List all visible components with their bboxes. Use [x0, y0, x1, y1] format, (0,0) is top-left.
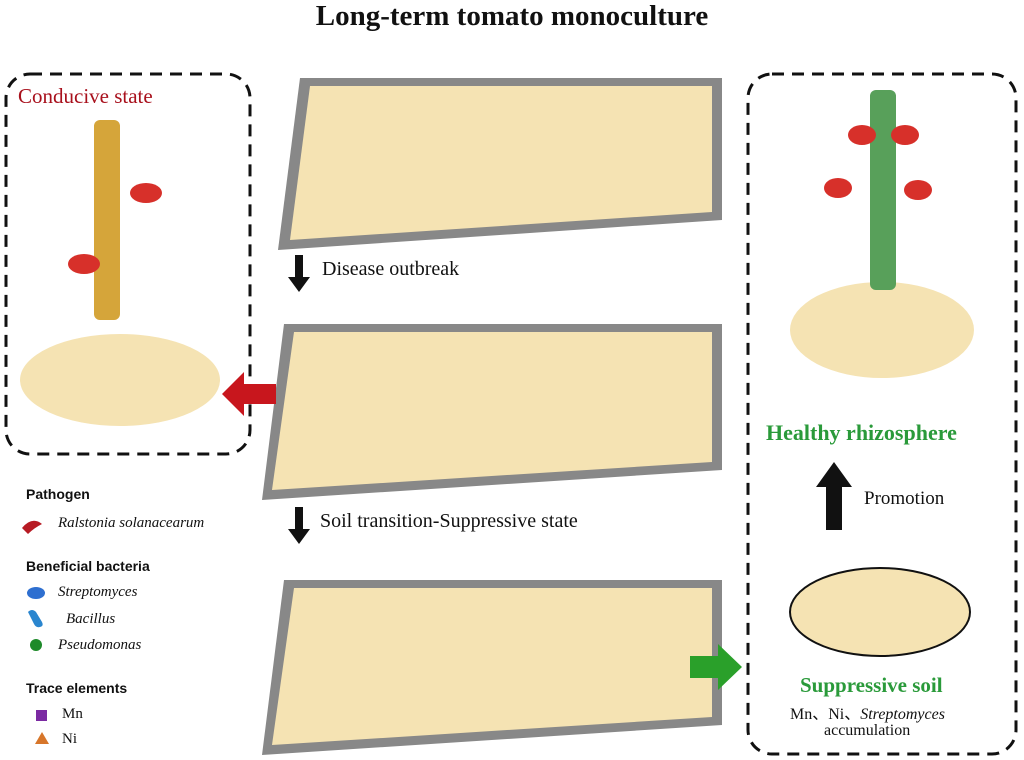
tomato-fruit	[824, 178, 852, 198]
caption-elements: Mn、Ni、	[790, 706, 861, 723]
legend-ni: Ni	[62, 731, 77, 747]
healthy-plant	[870, 90, 896, 290]
tray-disease-outbreak	[262, 324, 722, 500]
tray-healthy-start	[278, 78, 722, 250]
mn-icon	[36, 710, 47, 721]
arrow-down-1	[288, 255, 310, 292]
conducive-state-label: Conducive state	[18, 84, 153, 108]
pseudomonas-icon	[30, 639, 42, 651]
tomato-fruit	[891, 125, 919, 145]
suppressive-soil-label: Suppressive soil	[800, 673, 943, 697]
legend-bacillus: Bacillus	[66, 611, 116, 627]
legend-pseudomonas: Pseudomonas	[58, 637, 142, 653]
conducive-soil	[20, 334, 220, 426]
healthy-soil	[790, 282, 974, 378]
tomato-fruit	[848, 125, 876, 145]
tomato-fruit	[130, 183, 162, 203]
conducive-panel	[4, 72, 252, 456]
legend-pathogen-heading: Pathogen	[26, 486, 90, 502]
step-soil-transition: Soil transition-Suppressive state	[320, 510, 578, 532]
caption-streptomyces: Streptomyces	[860, 706, 945, 723]
red-arrow-left	[222, 372, 276, 416]
legend-mn: Mn	[62, 706, 83, 722]
tomato-fruit	[904, 180, 932, 200]
step-disease-outbreak: Disease outbreak	[322, 258, 460, 280]
arrow-down-2	[288, 507, 310, 544]
tomato-fruit	[68, 254, 100, 274]
suppressive-caption-line2: accumulation	[824, 722, 911, 739]
ni-icon	[35, 732, 49, 744]
legend-beneficial-heading: Beneficial bacteria	[26, 558, 150, 574]
tray-suppressive-state	[262, 580, 722, 755]
healthy-panel	[746, 72, 1018, 756]
diagram-title: Long-term tomato monoculture	[315, 0, 709, 32]
streptomyces-icon	[27, 587, 45, 599]
suppressive-soil-cloud	[789, 567, 971, 657]
green-arrow-right	[690, 644, 742, 690]
legend-ralstonia: Ralstonia solanacearum	[58, 515, 205, 531]
legend-symbols	[22, 520, 49, 744]
suppressive-caption-line1: Mn、Ni、Streptomyces	[790, 700, 945, 724]
pathogen-icon	[22, 520, 42, 534]
bacillus-icon	[28, 610, 43, 628]
promotion-label: Promotion	[864, 488, 945, 509]
legend-trace-heading: Trace elements	[26, 680, 128, 696]
healthy-rhizosphere-label: Healthy rhizosphere	[766, 420, 957, 445]
promotion-arrow-up	[816, 462, 852, 530]
wilted-plant	[94, 120, 120, 320]
legend-streptomyces: Streptomyces	[58, 584, 138, 600]
